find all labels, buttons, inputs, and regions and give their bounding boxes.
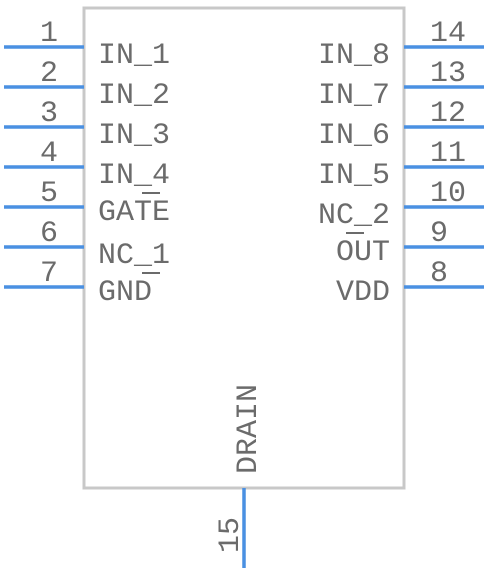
pin-12-number: 12 [430,97,466,131]
pin-7-number: 7 [40,257,58,291]
pin-14-label: IN_8 [318,39,390,73]
pin-9-number: 9 [430,217,448,251]
pin-15-number: 15 [214,517,248,553]
pin-13-label: IN_7 [318,79,390,113]
pin-6-number: 6 [40,217,58,251]
pin-10-label: NC_2 [318,199,390,233]
pin-11-number: 11 [430,137,466,171]
pin-11-label: IN_5 [318,159,390,193]
ic-body [82,6,406,490]
pin-8-label: VDD [336,276,390,310]
pin-10-number: 10 [430,177,466,211]
pin-7-label: GND [98,276,152,310]
pin-6-label: NC_1 [98,239,170,273]
pin-3-number: 3 [40,97,58,131]
pin-5-number: 5 [40,177,58,211]
pin-4-label: IN_4 [98,159,170,193]
bottom-pin: 15 DRAIN [214,384,266,568]
pin-15-label: DRAIN [232,384,266,474]
pin-5-label: GATE [98,196,170,230]
pin-2-label: IN_2 [98,79,170,113]
pin-4-number: 4 [40,137,58,171]
pin-1-number: 1 [40,17,58,51]
pin-2-number: 2 [40,57,58,91]
pin-3-label: IN_3 [98,119,170,153]
left-pins: 1 IN_1 2 IN_2 3 IN_3 4 IN_4 5 GATE 6 NC_… [4,17,170,310]
pin-13-number: 13 [430,57,466,91]
pin-9-label: OUT [336,236,390,270]
pin-1-label: IN_1 [98,39,170,73]
right-pins: 14 IN_8 13 IN_7 12 IN_6 11 IN_5 10 NC_2 … [318,17,484,310]
pin-12-label: IN_6 [318,119,390,153]
pin-14-number: 14 [430,17,466,51]
pin-8-number: 8 [430,257,448,291]
